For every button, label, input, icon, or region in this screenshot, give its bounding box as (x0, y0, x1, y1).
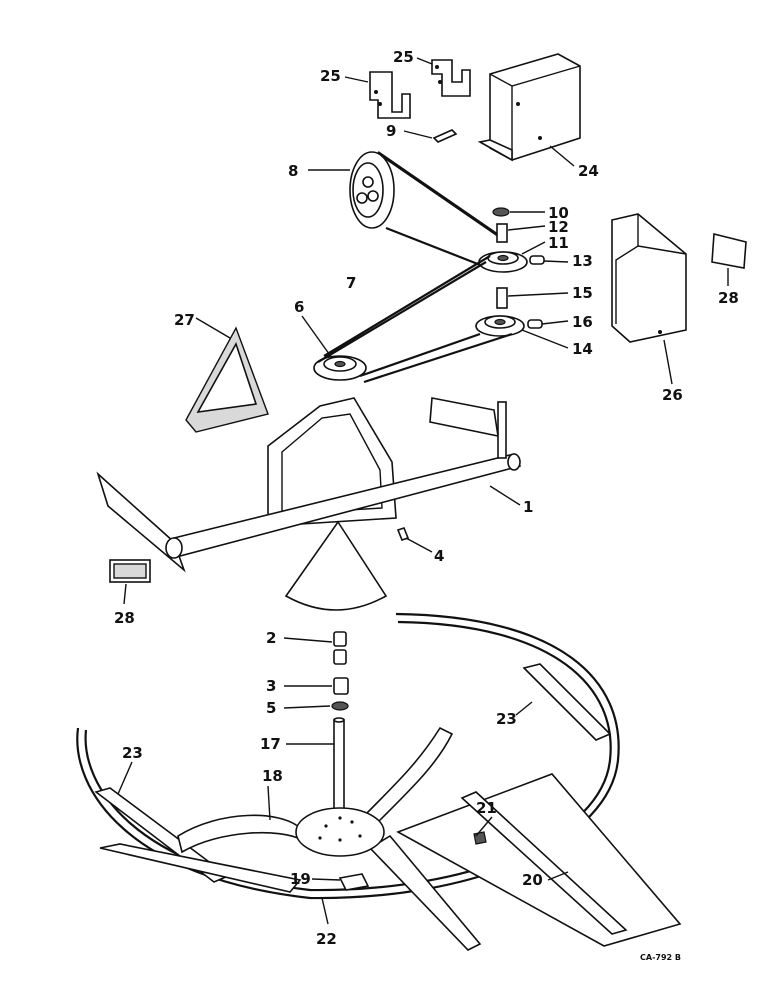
pulley-11 (478, 251, 528, 273)
frame-1 (96, 397, 522, 573)
callout-21: 21 (476, 799, 497, 817)
decal-28-right (711, 232, 747, 269)
callout-18: 18 (262, 767, 283, 785)
callout-20: 20 (522, 871, 543, 889)
nut-10 (492, 207, 510, 217)
callout-23-left: 23 (122, 744, 143, 762)
callout-26: 26 (662, 386, 683, 404)
bushings-2 (333, 631, 347, 665)
callout-28-right: 28 (718, 289, 739, 307)
callout-25-right: 25 (393, 48, 414, 66)
callout-11: 11 (548, 234, 569, 252)
leader-lines (117, 57, 729, 925)
callout-1: 1 (523, 498, 533, 516)
setscrew-16 (527, 319, 543, 329)
callout-2: 2 (266, 629, 276, 647)
spacer-12 (496, 223, 508, 243)
callout-23-right: 23 (496, 710, 517, 728)
bolt-4 (396, 527, 410, 541)
pulley-6 (313, 355, 367, 381)
callout-6: 6 (294, 298, 304, 316)
callout-22: 22 (316, 930, 337, 948)
pulley-14 (475, 315, 525, 337)
setscrew-13 (529, 255, 545, 265)
callout-25-left: 25 (320, 67, 341, 85)
clip-19 (338, 873, 370, 891)
bracket-23-right (522, 663, 612, 741)
collar-3 (333, 677, 349, 695)
callout-16: 16 (572, 313, 593, 331)
callout-19: 19 (290, 870, 311, 888)
guard-26 (611, 213, 687, 343)
key-9 (432, 129, 458, 143)
cone-shield (284, 520, 388, 611)
callout-17: 17 (260, 735, 281, 753)
pulley-8 (349, 151, 395, 229)
callout-12: 12 (548, 218, 569, 236)
callout-7: 7 (346, 274, 356, 292)
drawing-code: CA-792 B (640, 953, 681, 962)
callout-28-left: 28 (114, 609, 135, 627)
callout-24: 24 (578, 162, 599, 180)
reflector-27 (185, 326, 269, 433)
callout-3: 3 (266, 677, 276, 695)
callout-10: 10 (548, 204, 569, 222)
spinner-disk (295, 807, 385, 857)
cover-24 (477, 53, 581, 162)
callout-13: 13 (572, 252, 593, 270)
decal-28-left (109, 559, 151, 583)
key-21 (473, 831, 487, 845)
callout-27: 27 (174, 311, 195, 329)
callout-9: 9 (386, 122, 396, 140)
callout-15: 15 (572, 284, 593, 302)
bracket-25-right (431, 59, 471, 97)
callout-14: 14 (572, 340, 593, 358)
callout-5: 5 (266, 699, 276, 717)
arm-18 (99, 726, 482, 951)
callout-4: 4 (434, 547, 444, 565)
paddle-20 (396, 773, 682, 947)
callout-8: 8 (288, 162, 298, 180)
spacer-15 (496, 287, 508, 309)
bracket-25-left (369, 71, 411, 119)
washer-5 (331, 701, 349, 711)
